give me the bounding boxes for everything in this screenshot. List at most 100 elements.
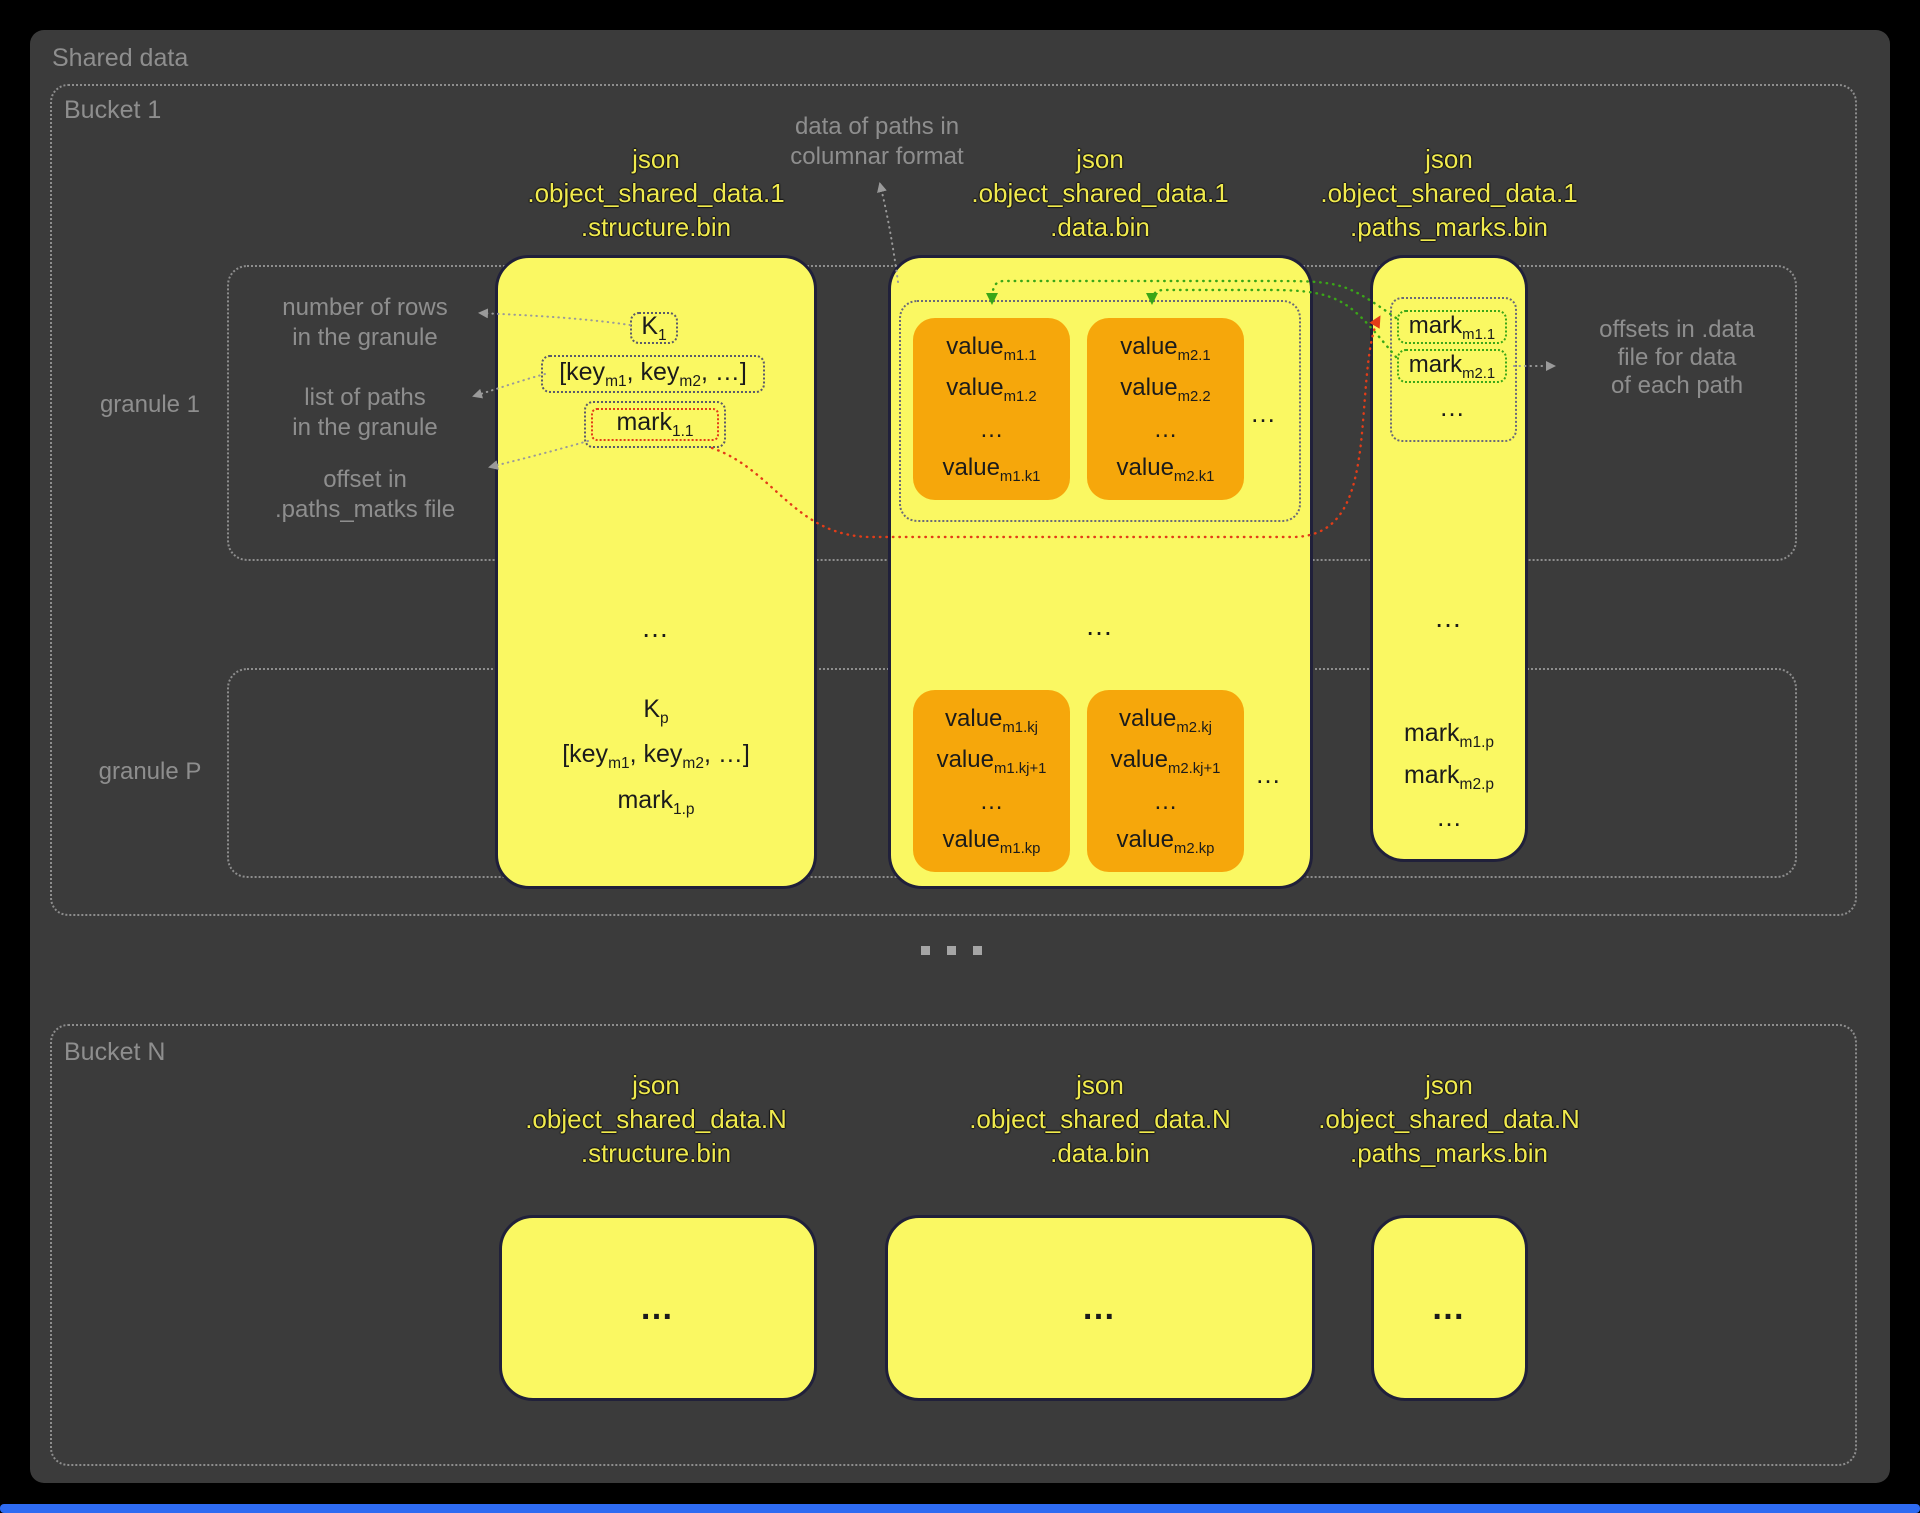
bucket1-paths-marks-file-header: json .object_shared_data.1 .paths_marks.… xyxy=(1269,142,1629,244)
kp-value: Kp xyxy=(643,695,669,727)
annotation-line: number of rows xyxy=(282,294,448,321)
bucket-1-frame xyxy=(50,84,1857,916)
header-line: .object_shared_data.1 xyxy=(971,178,1229,208)
bucketn-data-ellipsis: … xyxy=(1081,1288,1119,1327)
values-m2-granule1-box: valuem2.1 valuem2.2 … valuem2.k1 xyxy=(1087,318,1244,500)
mark-m2-p-value: markm2.p xyxy=(1403,761,1495,793)
keys-list-p-value: [keym1, keym2, …] xyxy=(562,740,750,772)
mark-1-1-value: mark1.1 xyxy=(616,408,694,440)
offsets-in-data-annotation: offsets in .data file for data of each p… xyxy=(1557,316,1797,400)
buckets-separator-dots xyxy=(921,946,982,955)
annotation-line: offsets in .data xyxy=(1599,316,1755,343)
value-cell: … xyxy=(1153,415,1178,443)
value-cell: valuem1.1 xyxy=(946,333,1037,364)
bucketn-data-file-header: json .object_shared_data.N .data.bin xyxy=(920,1068,1280,1170)
header-line: .paths_marks.bin xyxy=(1350,212,1548,242)
mark-m2-1-box: markm2.1 xyxy=(1397,349,1507,383)
values-m1-granulep-box: valuem1.kj valuem1.kj+1 … valuem1.kp xyxy=(913,690,1070,872)
value-cell: valuem1.kj+1 xyxy=(936,746,1047,778)
granule-p-label: granule P xyxy=(98,758,202,785)
mark-1-1-red-outline xyxy=(591,408,719,441)
mark-1-1-box: mark1.1 xyxy=(584,401,726,448)
header-line: .object_shared_data.1 xyxy=(1320,178,1578,208)
annotation-line: in the granule xyxy=(292,324,438,351)
header-line: .object_shared_data.N xyxy=(525,1104,787,1134)
structure-granules-ellipsis: … xyxy=(641,612,671,643)
values-m2-granulep-box: valuem2.kj valuem2.kj+1 … valuem2.kp xyxy=(1087,690,1244,872)
header-line: .structure.bin xyxy=(580,1138,732,1168)
value-cell: valuem2.k1 xyxy=(1116,454,1215,485)
separator-dot xyxy=(973,946,982,955)
k1-box: K1 xyxy=(630,312,678,344)
value-cell: … xyxy=(1153,787,1178,815)
annotation-line: data of paths in xyxy=(794,113,960,140)
num-rows-annotation: number of rows in the granule xyxy=(215,293,515,353)
value-cell: valuem2.kp xyxy=(1116,826,1215,857)
value-cell: valuem2.2 xyxy=(1120,374,1211,406)
header-line: json xyxy=(1425,1070,1473,1100)
marks-granule1-group xyxy=(1390,297,1517,442)
header-line: json xyxy=(1076,144,1124,174)
value-cell: … xyxy=(979,415,1004,443)
bucketn-paths-marks-file-header: json .object_shared_data.N .paths_marks.… xyxy=(1269,1068,1629,1170)
value-cell: valuem1.k1 xyxy=(942,454,1041,485)
value-cell: valuem1.2 xyxy=(946,374,1037,406)
bucket1-data-file-header: json .object_shared_data.1 .data.bin xyxy=(920,142,1280,244)
mark-m1-p-value: markm1.p xyxy=(1403,719,1495,751)
offset-annotation: offset in .paths_matks file xyxy=(215,465,515,525)
annotation-line: file for data xyxy=(1617,344,1737,371)
mark-m1-1-box: markm1.1 xyxy=(1397,310,1507,344)
bucketn-structure-file-header: json .object_shared_data.N .structure.bi… xyxy=(476,1068,836,1170)
list-of-paths-annotation: list of paths in the granule xyxy=(215,383,515,443)
header-line: .object_shared_data.1 xyxy=(527,178,785,208)
annotation-line: in the granule xyxy=(292,414,438,441)
bottom-accent-bar xyxy=(0,1504,1920,1513)
bucket-1-label: Bucket 1 xyxy=(64,96,162,124)
header-line: .object_shared_data.N xyxy=(1318,1104,1580,1134)
header-line: json xyxy=(632,1070,680,1100)
value-cell: valuem2.kj xyxy=(1119,705,1212,736)
more-marks-p-ellipsis: … xyxy=(1436,802,1462,832)
mark-m2-1-value: markm2.1 xyxy=(1408,350,1496,382)
bucketn-marks-column: … xyxy=(1371,1215,1528,1401)
mark-m1-1-value: markm1.1 xyxy=(1408,311,1496,343)
k1-value: K1 xyxy=(641,311,667,344)
value-cell: … xyxy=(979,787,1004,815)
header-line: json xyxy=(1076,1070,1124,1100)
bucketn-structure-column: … xyxy=(499,1215,817,1401)
value-cell: valuem1.kj xyxy=(945,705,1038,736)
columnar-format-annotation: data of paths in columnar format xyxy=(747,112,1007,172)
annotation-line: offset in xyxy=(323,466,407,493)
header-line: .data.bin xyxy=(1050,1138,1150,1168)
bucket-n-frame xyxy=(50,1024,1857,1466)
annotation-line: .paths_matks file xyxy=(274,496,456,523)
data-granules-ellipsis: … xyxy=(1085,610,1115,641)
granule-1-label: granule 1 xyxy=(99,391,201,418)
annotation-line: columnar format xyxy=(790,143,964,170)
keys-list-value: [keym1, keym2, …] xyxy=(559,357,747,390)
keys-list-box: [keym1, keym2, …] xyxy=(541,355,765,393)
bucket-n-label: Bucket N xyxy=(64,1038,166,1066)
annotation-line: of each path xyxy=(1610,372,1744,399)
more-paths-ellipsis: … xyxy=(1250,398,1276,428)
header-line: .paths_marks.bin xyxy=(1350,1138,1548,1168)
bucketn-marks-ellipsis: … xyxy=(1431,1288,1468,1327)
mark-1-p-value: mark1.p xyxy=(617,786,695,818)
marks-granules-ellipsis: … xyxy=(1434,602,1464,633)
separator-dot xyxy=(947,946,956,955)
bucket1-structure-file-header: json .object_shared_data.1 .structure.bi… xyxy=(476,142,836,244)
header-line: .object_shared_data.N xyxy=(969,1104,1231,1134)
value-cell: valuem1.kp xyxy=(942,826,1041,857)
bucketn-structure-ellipsis: … xyxy=(639,1288,677,1327)
header-line: json xyxy=(632,144,680,174)
header-line: .data.bin xyxy=(1050,212,1150,242)
header-line: .structure.bin xyxy=(580,212,732,242)
header-line: json xyxy=(1425,144,1473,174)
value-cell: valuem2.1 xyxy=(1120,333,1211,364)
values-m1-granule1-box: valuem1.1 valuem1.2 … valuem1.k1 xyxy=(913,318,1070,500)
more-marks-ellipsis: … xyxy=(1439,392,1465,422)
separator-dot xyxy=(921,946,930,955)
more-paths-p-ellipsis: … xyxy=(1255,759,1281,789)
value-cell: valuem2.kj+1 xyxy=(1110,746,1221,778)
